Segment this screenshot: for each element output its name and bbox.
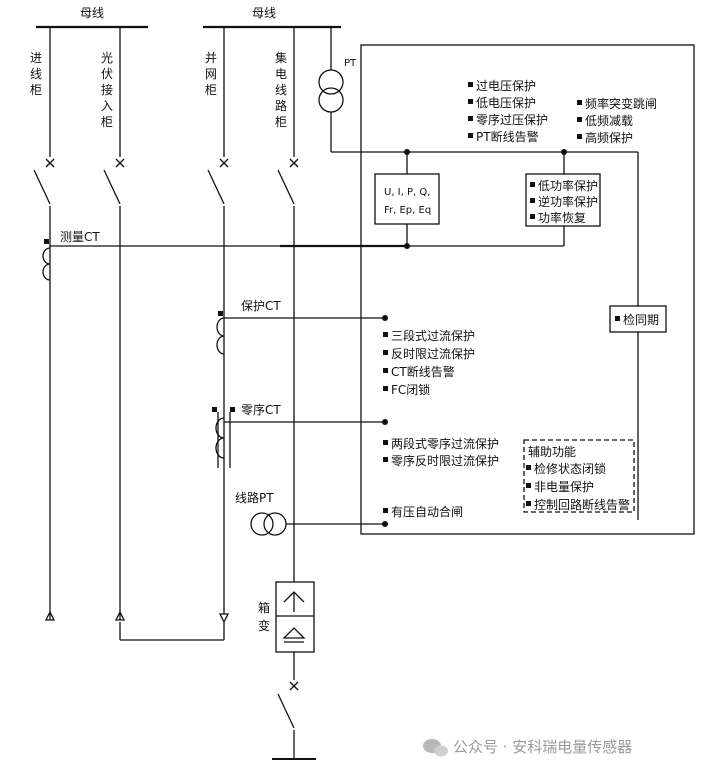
box-transformer-label: 箱变 xyxy=(258,600,270,633)
line-pt-label: 线路PT xyxy=(235,490,274,505)
bullet-marker xyxy=(468,116,473,121)
bullet-marker xyxy=(383,368,388,373)
list-item: 低电压保护 xyxy=(476,96,536,110)
bullet-marker xyxy=(383,440,388,445)
pt-label: PT xyxy=(344,58,357,69)
collector-feeder xyxy=(272,27,316,760)
feeder-label-collector: 集电线路柜 xyxy=(275,50,287,129)
meter-line-2: Fr, Ep, Eq xyxy=(384,205,431,216)
left-bus-label: 母线 xyxy=(80,6,104,20)
bullet-marker xyxy=(383,332,388,337)
list-item: CT断线告警 xyxy=(391,364,455,379)
list-item: 两段式零序过流保护 xyxy=(391,436,499,451)
auxiliary-title: 辅助功能 xyxy=(528,445,576,459)
list-item: 检修状态闭锁 xyxy=(534,461,606,476)
bullet-marker xyxy=(468,82,473,87)
meter-box xyxy=(374,173,440,225)
feeder-label-incoming: 进线柜 xyxy=(30,51,42,97)
list-item: 控制回路断线告警 xyxy=(534,497,630,512)
list-item: 低频减载 xyxy=(585,114,633,128)
power-protection-box xyxy=(525,173,601,227)
bullet-marker xyxy=(526,483,531,488)
watermark: 公众号 · 安科瑞电量传感器 xyxy=(423,738,632,757)
sync-check-label: 检同期 xyxy=(623,312,659,327)
incoming-feeder xyxy=(33,27,56,621)
protect-ct-label: 保护CT xyxy=(241,299,281,313)
bullet-marker xyxy=(383,350,388,355)
protect-ct-symbol xyxy=(216,317,385,355)
bullet-marker xyxy=(468,99,473,104)
bullet-marker xyxy=(577,134,582,139)
bullet-marker xyxy=(468,133,473,138)
list-item: 逆功率保护 xyxy=(538,194,598,209)
parallel-feeder xyxy=(207,27,230,624)
zero-ct-label: 零序CT xyxy=(241,402,281,417)
list-item: PT断线告警 xyxy=(476,129,539,144)
list-item: 过电压保护 xyxy=(476,79,536,93)
right-bus-label: 母线 xyxy=(252,6,276,20)
bullet-marker xyxy=(383,386,388,391)
list-item: 零序反时限过流保护 xyxy=(391,453,499,468)
list-item: 反时限过流保护 xyxy=(391,347,475,361)
protection-device-frame xyxy=(360,44,695,535)
bullet-marker xyxy=(526,501,531,506)
list-item: 非电量保护 xyxy=(534,480,594,494)
box-transformer-symbol xyxy=(275,581,315,653)
zero-ct-symbol xyxy=(215,412,385,468)
bullet-marker xyxy=(530,198,535,203)
measure-ct-label: 测量CT xyxy=(60,230,100,244)
list-item: 频率突变跳闸 xyxy=(585,96,657,111)
feeder-label-pv: 光伏接入柜 xyxy=(101,51,113,129)
bullet-marker xyxy=(577,100,582,105)
bullet-marker xyxy=(530,182,535,187)
bullet-marker xyxy=(577,117,582,122)
auto-reclose-label: 有压自动合闸 xyxy=(391,504,463,519)
line-pt-symbol xyxy=(250,512,385,536)
measure-ct-symbol xyxy=(42,244,564,281)
list-item: 零序过压保护 xyxy=(476,112,548,127)
list-item: 低功率保护 xyxy=(538,178,598,193)
list-item: 三段式过流保护 xyxy=(391,328,475,343)
list-item: 功率恢复 xyxy=(538,210,586,225)
list-item: 高频保护 xyxy=(585,130,633,145)
list-item: FC闭锁 xyxy=(391,382,430,397)
bullet-marker xyxy=(530,214,535,219)
pv-feeder xyxy=(103,27,126,621)
feeder-label-parallel: 并网柜 xyxy=(205,51,217,97)
auxiliary-box xyxy=(523,439,635,513)
meter-line-1: U, I, P, Q, xyxy=(384,187,430,198)
bus-pt-symbol xyxy=(318,27,638,153)
bullet-marker xyxy=(526,465,531,470)
watermark-text: 公众号 · 安科瑞电量传感器 xyxy=(453,738,632,756)
bullet-marker xyxy=(383,457,388,462)
